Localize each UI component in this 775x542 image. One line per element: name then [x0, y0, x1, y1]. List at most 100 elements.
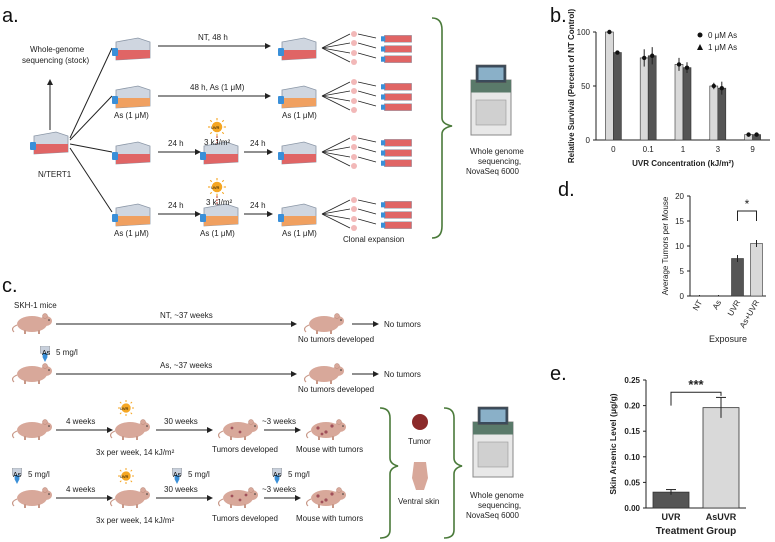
y-axis-label: Average Tumors per Mouse — [661, 196, 670, 295]
nt-37-label: NT, ~37 weeks — [160, 311, 213, 320]
row4-freq: 3x per week, 14 kJ/m² — [96, 516, 175, 525]
row2-mgl: 5 mg/l — [56, 348, 78, 357]
fan-line — [321, 95, 351, 102]
tumor-icon — [412, 414, 428, 430]
y-axis-label: Relative Survival (Percent of NT Control… — [567, 9, 576, 164]
y-tick-label: 20 — [675, 192, 684, 201]
row3-tumor-dots — [230, 424, 334, 436]
row4-mouse3-icon — [218, 486, 258, 508]
data-point — [711, 83, 716, 89]
fan-line — [321, 47, 351, 54]
uvr-sun-text: UVR — [211, 125, 220, 130]
row3-tumors-dev: Tumors developed — [212, 445, 278, 454]
fan-line — [321, 95, 351, 111]
as-37-label: As, ~37 weeks — [160, 361, 212, 370]
flask-stack-icon — [380, 34, 413, 64]
row4-flask-icon — [112, 203, 151, 227]
fan-line — [321, 42, 351, 49]
x-tick-label: 0.1 — [643, 145, 655, 154]
row1-no-tumors-dev: No tumors developed — [298, 335, 374, 344]
row4-30w: 30 weeks — [164, 485, 198, 494]
fan-line-2 — [357, 81, 377, 87]
row2-no-tumors: No tumors — [384, 370, 421, 379]
fan-line-2 — [357, 146, 377, 153]
uvr-sun2-text: UVR — [211, 185, 220, 190]
clone-dot-icon — [351, 79, 357, 85]
clone-dot-icon — [351, 31, 357, 37]
fan-line — [321, 151, 351, 158]
row4-mgl1: 5 mg/l — [28, 470, 50, 479]
row4-mouse-tumors: Mouse with tumors — [296, 514, 363, 523]
row4-4w: 4 weeks — [66, 485, 95, 494]
row4-mouse2-icon — [110, 486, 150, 508]
tumor-label: Tumor — [408, 437, 431, 446]
fan-line-2 — [357, 218, 377, 225]
panel-a: a. N/TERT1 Whole-genome sequencing (stoc… — [2, 5, 524, 244]
row4-24h-label1: 24 h — [168, 201, 184, 210]
branch-lines — [69, 47, 113, 213]
row2-flask-icon — [112, 85, 151, 109]
row4-flask2-icon — [200, 203, 239, 227]
bar — [702, 407, 740, 509]
ventral-skin-icon — [412, 462, 428, 490]
clone-dot-icon — [351, 135, 357, 141]
bar — [717, 87, 727, 141]
fan-line-2 — [357, 100, 377, 107]
fan-line — [321, 90, 351, 97]
clone-dot-icon — [351, 144, 357, 150]
y-tick-label: 0.10 — [624, 453, 640, 462]
y-tick-label: 0.00 — [624, 504, 640, 513]
legend-triangle-icon — [697, 44, 703, 50]
row3-4w: 4 weeks — [66, 417, 95, 426]
fan-line-2 — [357, 137, 377, 143]
data-point — [719, 85, 724, 91]
row3-3w: ~3 weeks — [262, 417, 296, 426]
wgs-c-line2: sequencing, — [478, 501, 521, 510]
fan-line — [321, 81, 351, 97]
fan-line-2 — [357, 33, 377, 39]
clonal-fanout — [321, 31, 413, 231]
x-tick-label: AsUVR — [706, 512, 737, 522]
y-tick-label: 0.25 — [624, 376, 640, 385]
row3-24h-label1: 24 h — [168, 139, 184, 148]
row2-flask2-icon — [278, 85, 317, 109]
row4-24h-label2: 24 h — [250, 201, 266, 210]
nt-48h-label: NT, 48 h — [198, 33, 228, 42]
row3-freq: 3x per week, 14 kJ/m² — [96, 448, 175, 457]
y-axis-label: Skin Arsenic Level (μg/g) — [608, 393, 618, 494]
row1-flask-icon — [112, 37, 151, 61]
wgs-a-line2: sequencing, — [478, 157, 521, 166]
fan-line — [321, 208, 351, 215]
data-point — [615, 50, 620, 55]
row3-mouse4-icon — [306, 418, 346, 440]
mice-label: SKH-1 mice — [14, 301, 57, 310]
row3-flask-icon — [112, 141, 151, 165]
y-tick-label: 0 — [680, 292, 685, 301]
bar — [674, 64, 684, 141]
row1-mouse2-icon — [304, 312, 344, 334]
fan-line — [321, 47, 351, 63]
flask-stack-icon — [380, 200, 413, 230]
row4-tumors-dev: Tumors developed — [212, 514, 278, 523]
fan-line-2 — [357, 199, 377, 205]
wgs-stock-line1: Whole-genome — [30, 45, 85, 54]
clone-dot-icon — [351, 40, 357, 46]
bar — [682, 67, 692, 141]
clone-dot-icon — [351, 88, 357, 94]
x-tick-label: 1 — [681, 145, 686, 154]
row3-dose-label: 3 kJ/m² — [204, 138, 231, 147]
bar — [639, 57, 649, 141]
sequencer-c-icon — [472, 406, 514, 478]
flask-stack-icon — [380, 82, 413, 112]
row2-no-tumors-dev: No tumors developed — [298, 385, 374, 394]
significance-bracket — [737, 210, 757, 221]
clone-dot-icon — [351, 59, 357, 65]
fan-line — [321, 151, 351, 167]
data-point — [607, 29, 612, 35]
significance-bracket — [670, 391, 722, 406]
data-point — [642, 55, 647, 61]
x-tick-label: 9 — [750, 145, 755, 154]
